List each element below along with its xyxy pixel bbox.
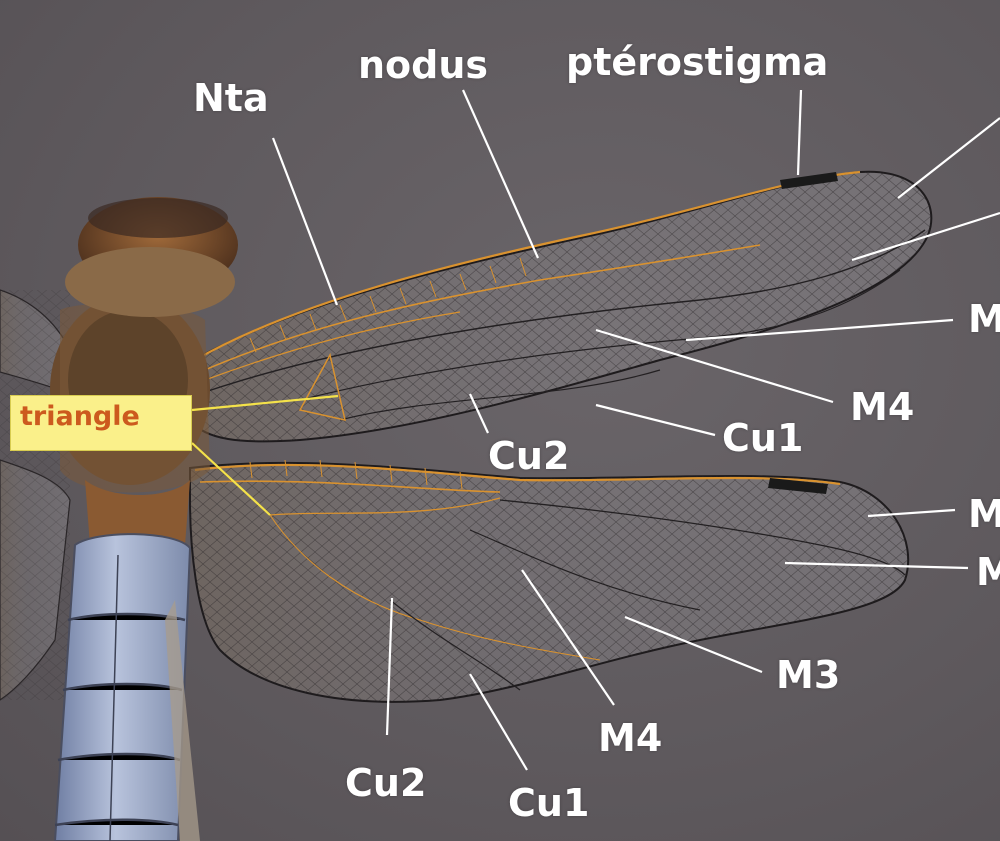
triangle-leader-lines [191, 394, 339, 516]
label-m-fore-partial: M [968, 297, 1000, 341]
label-pterostigma: ptérostigma [566, 40, 829, 84]
label-m-hind-partial-1: M [968, 492, 1000, 536]
label-triangle: triangle [20, 401, 140, 432]
label-m-hind-partial-2: M [976, 550, 1000, 594]
label-m4-hind: M4 [598, 716, 663, 760]
label-cu2-fore: Cu2 [488, 434, 570, 478]
label-nta: Nta [193, 76, 269, 120]
label-cu2-hind: Cu2 [345, 761, 427, 805]
label-nodus: nodus [358, 43, 489, 87]
triangle-callout-box [10, 395, 192, 451]
hindwing [189, 459, 910, 703]
forewing [189, 170, 933, 443]
label-m3-hind: M3 [776, 653, 841, 697]
left-wing-stubs [0, 289, 71, 701]
label-m4-fore: M4 [850, 385, 915, 429]
label-cu1-fore: Cu1 [722, 416, 804, 460]
label-cu1-hind: Cu1 [508, 781, 590, 825]
leader-lines [271, 89, 1000, 771]
